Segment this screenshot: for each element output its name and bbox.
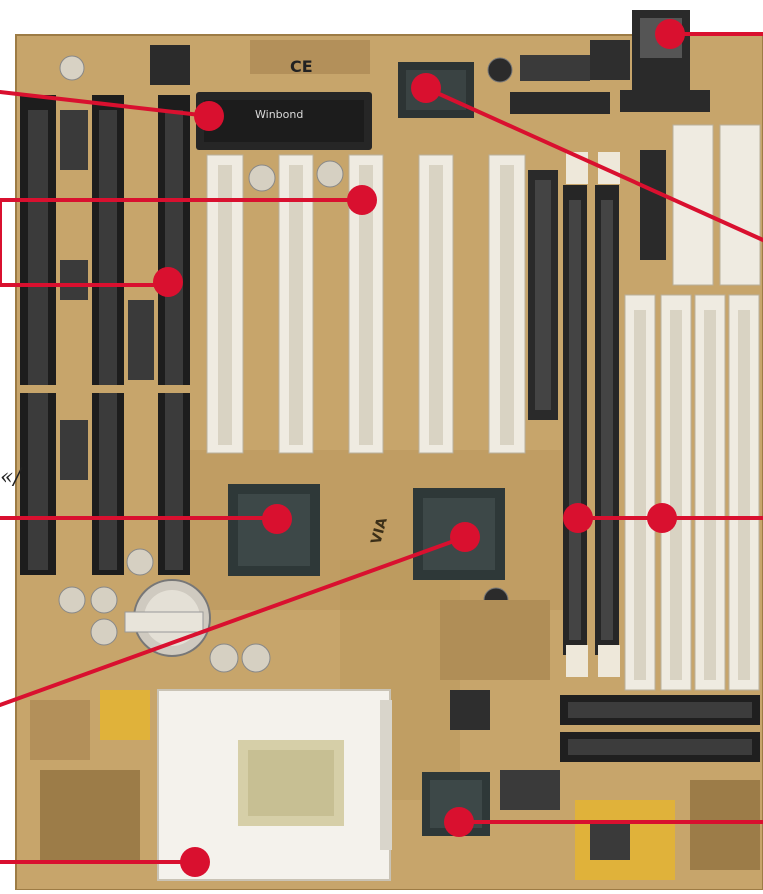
battery-clip [124,611,204,633]
bios-chip-body [204,100,364,142]
callout-marker-southbridge [450,522,480,552]
jumper-block [590,40,630,80]
small-chip [450,690,490,730]
ide-header-pins [535,180,551,410]
simm-slot-groove [634,310,646,680]
ce-mark: CE [290,57,313,76]
header-connector [620,90,710,112]
capacitor [209,643,239,673]
pci-slot-groove [218,165,232,445]
isa-slot-key [158,385,190,393]
callout-marker-bios [194,101,224,131]
isa-slot-key [20,385,56,393]
simm-slot-groove [738,310,750,680]
voltage-regulator-area [30,700,90,760]
bios-chip-label: Winbond [255,108,303,121]
capacitor [58,586,86,614]
pci-slot-groove [500,165,514,445]
callout-markers [153,19,685,877]
small-chip [590,820,630,860]
jumper-block [100,690,150,740]
isa-slot-pins [165,110,183,570]
small-chip [150,45,190,85]
capacitor [487,57,513,83]
capacitor [59,55,85,81]
power-connector [672,124,714,286]
power-connector [719,124,761,286]
callout-marker-pci [347,185,377,215]
header-connector [510,92,610,114]
component-area [440,600,550,680]
small-chip [500,770,560,810]
component-area [690,780,760,870]
ide-connector-pins [568,739,752,755]
board-marking: VIA [368,516,390,546]
small-chip [60,260,88,300]
capacitor [90,618,118,646]
callout-marker-isa [153,267,183,297]
dimm-slot-groove [601,200,613,640]
small-chip [60,110,88,170]
pci-slot-groove [359,165,373,445]
callout-line-bios [0,90,211,118]
capacitor [241,643,271,673]
dimm-latch [598,152,620,184]
pci-slots [206,154,526,454]
isa-slots [20,95,190,575]
callout-line-southbridge [0,535,467,707]
cpu-socket-pins [248,750,334,816]
callout-marker-top-connector [655,19,685,49]
capacitor [90,586,118,614]
callout-marker-northbridge [262,504,292,534]
simm-slots [624,294,760,691]
isa-slot-pins [28,110,48,570]
callout-marker-cpu-socket [180,847,210,877]
pci-slot-groove [429,165,443,445]
pci-slot-groove [289,165,303,445]
dimm-slot-groove [569,200,581,640]
simm-slot-groove [670,310,682,680]
cpu-socket-lever [380,700,392,850]
callout-marker-memory-simm [647,503,677,533]
capacitor [126,548,154,576]
callout-line-io-chip [424,86,763,242]
header-connector [640,150,666,260]
callout-marker-memory-dimm [563,503,593,533]
small-chip [60,420,88,480]
simm-slot-groove [704,310,716,680]
jumper-block [520,55,590,81]
dimm-slots [563,152,620,677]
callout-marker-io-chip [411,73,441,103]
component-area [40,770,140,860]
isa-slot-pins [99,110,117,570]
capacitor [248,164,276,192]
small-chip [128,300,154,380]
edge-glyph: «/ [0,465,21,490]
dimm-latch [598,645,620,677]
ide-connector-pins [568,702,752,718]
dimm-latch [566,645,588,677]
callout-marker-clock-chip [444,807,474,837]
jumper-area [250,40,370,74]
isa-slot-key [92,385,124,393]
capacitor [316,160,344,188]
